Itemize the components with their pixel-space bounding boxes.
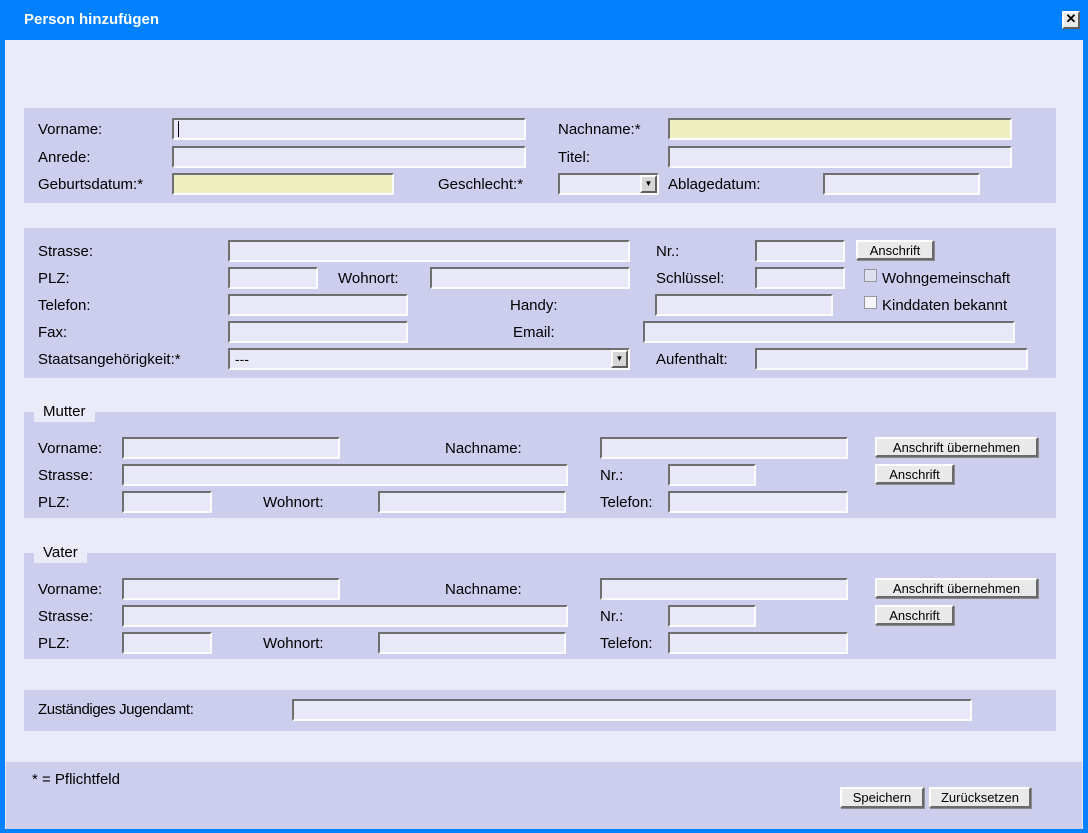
mutter-nr-label: Nr.: [600,467,624,484]
nachname-input[interactable] [668,118,1012,140]
geschlecht-label: Geschlecht:* [438,176,524,193]
schluessel-input[interactable] [755,267,845,289]
mutter-vorname-label: Vorname: [38,440,103,457]
vater-nachname-label: Nachname: [445,581,522,598]
email-input[interactable] [643,321,1015,343]
kinddaten-checkbox[interactable] [864,296,877,309]
ablagedatum-label: Ablagedatum: [668,176,761,193]
telefon-label: Telefon: [38,297,91,314]
mutter-nr-input[interactable] [668,464,756,486]
mutter-telefon-label: Telefon: [600,494,653,511]
mutter-wohnort-input[interactable] [378,491,566,513]
wohnort-input[interactable] [430,267,630,289]
vater-wohnort-input[interactable] [378,632,566,654]
mutter-anschrift-uebernehmen-button[interactable]: Anschrift übernehmen [875,437,1038,457]
handy-label: Handy: [510,297,558,314]
vater-nr-label: Nr.: [600,608,624,625]
mutter-wohnort-label: Wohnort: [263,494,324,511]
staatsangehoerigkeit-label: Staatsangehörigkeit:* [38,351,181,368]
text-cursor [178,121,179,137]
titlebar: Person hinzufügen [0,0,1088,40]
vater-nr-input[interactable] [668,605,756,627]
vorname-label: Vorname: [38,121,103,138]
wohngemeinschaft-label: Wohngemeinschaft [882,270,1011,287]
vater-anschrift-button[interactable]: Anschrift [875,605,954,625]
mutter-section-legend: Mutter [34,402,95,422]
pflichtfeld-note: * = Pflichtfeld [32,771,120,788]
vater-plz-input[interactable] [122,632,212,654]
strasse-label: Strasse: [38,243,94,260]
mutter-strasse-label: Strasse: [38,467,94,484]
plz-input[interactable] [228,267,318,289]
zuruecksetzen-button[interactable]: Zurücksetzen [929,787,1031,808]
speichern-button[interactable]: Speichern [840,787,924,808]
close-icon[interactable]: ✕ [1062,11,1080,29]
dropdown-arrow-icon[interactable]: ▼ [611,350,628,368]
mutter-telefon-input[interactable] [668,491,848,513]
aufenthalt-label: Aufenthalt: [656,351,728,368]
vorname-input[interactable] [172,118,526,140]
anschrift-button[interactable]: Anschrift [856,240,934,260]
telefon-input[interactable] [228,294,408,316]
titel-label: Titel: [558,149,590,166]
geschlecht-select[interactable]: ▼ [558,173,659,195]
vater-vorname-label: Vorname: [38,581,103,598]
mutter-nachname-input[interactable] [600,437,848,459]
jugendamt-input[interactable] [292,699,972,721]
handy-input[interactable] [655,294,833,316]
schluessel-label: Schlüssel: [656,270,725,287]
mutter-strasse-input[interactable] [122,464,568,486]
mutter-anschrift-button[interactable]: Anschrift [875,464,954,484]
vater-telefon-input[interactable] [668,632,848,654]
vater-section-legend: Vater [34,543,87,563]
wohngemeinschaft-checkbox[interactable] [864,269,877,282]
fax-label: Fax: [38,324,68,341]
vater-telefon-label: Telefon: [600,635,653,652]
vater-strasse-label: Strasse: [38,608,94,625]
geburtsdatum-input[interactable] [172,173,394,195]
staatsangehoerigkeit-select-value: --- [235,351,249,367]
nr-label: Nr.: [656,243,680,260]
titel-input[interactable] [668,146,1012,168]
strasse-input[interactable] [228,240,630,262]
fax-input[interactable] [228,321,408,343]
vater-vorname-input[interactable] [122,578,340,600]
email-label: Email: [513,324,555,341]
plz-label: PLZ: [38,270,70,287]
vater-plz-label: PLZ: [38,635,70,652]
mutter-vorname-input[interactable] [122,437,340,459]
mutter-nachname-label: Nachname: [445,440,522,457]
aufenthalt-input[interactable] [755,348,1028,370]
mutter-plz-label: PLZ: [38,494,70,511]
geburtsdatum-label: Geburtsdatum:* [38,176,144,193]
kinddaten-label: Kinddaten bekannt [882,297,1008,314]
vater-nachname-input[interactable] [600,578,848,600]
mutter-plz-input[interactable] [122,491,212,513]
staatsangehoerigkeit-select[interactable]: --- ▼ [228,348,630,370]
vater-wohnort-label: Wohnort: [263,635,324,652]
vater-strasse-input[interactable] [122,605,568,627]
wohnort-label: Wohnort: [338,270,399,287]
nr-input[interactable] [755,240,845,262]
anrede-input[interactable] [172,146,526,168]
dialog-title: Person hinzufügen [24,11,159,28]
jugendamt-label: Zuständiges Jugendamt: [38,701,194,718]
ablagedatum-input[interactable] [823,173,980,195]
anrede-label: Anrede: [38,149,91,166]
vater-anschrift-uebernehmen-button[interactable]: Anschrift übernehmen [875,578,1038,598]
dropdown-arrow-icon[interactable]: ▼ [640,175,657,193]
nachname-label: Nachname:* [558,121,641,138]
